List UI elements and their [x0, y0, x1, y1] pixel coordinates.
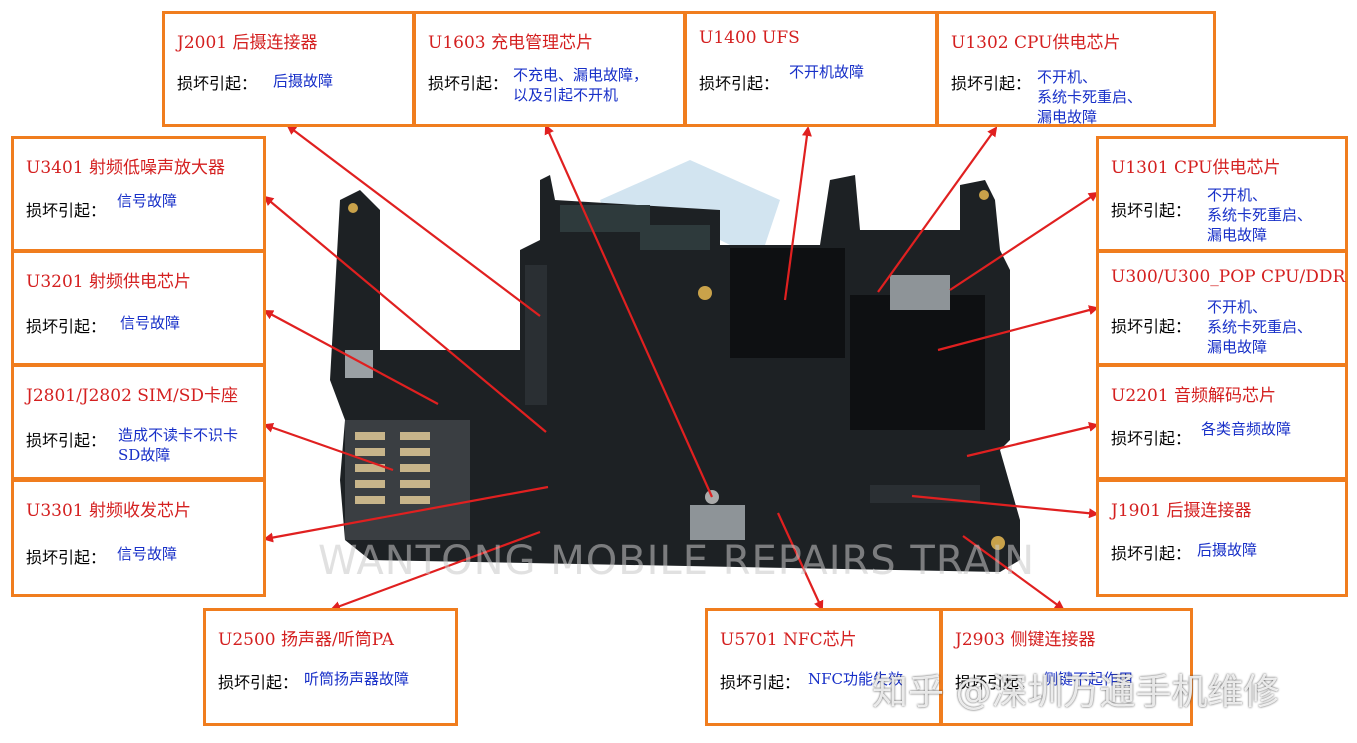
damage-label: 损坏引起： — [955, 673, 1036, 692]
callout-u3401: U3401 射频低噪声放大器 损坏引起： 信号故障 — [11, 136, 266, 252]
damage-label: 损坏引起： — [177, 74, 258, 93]
callout-title: U2500 扬声器/听筒PA — [218, 630, 394, 650]
damage-label: 损坏引起： — [1111, 317, 1192, 336]
callout-u1603: U1603 充电管理芯片 损坏引起： 不充电、漏电故障， 以及引起不开机 — [413, 11, 686, 127]
callout-title: J1901 后摄连接器 — [1111, 501, 1252, 521]
damage-value: 听筒扬声器故障 — [304, 670, 410, 688]
damage-label: 损坏引起： — [26, 317, 107, 336]
damage-value: 不充电、漏电故障， 以及引起不开机 — [513, 66, 649, 104]
damage-label: 损坏引起： — [26, 201, 107, 220]
damage-label: 损坏引起： — [218, 673, 299, 692]
callout-j2903: J2903 侧键连接器 损坏引起： 侧键不起作用 — [940, 608, 1193, 726]
callout-title: U1302 CPU供电芯片 — [951, 33, 1121, 53]
damage-value: NFC功能失效 — [808, 670, 904, 688]
pointer-arrows — [263, 124, 1099, 611]
damage-label: 损坏引起： — [1111, 544, 1192, 563]
callout-u1400: U1400 UFS 损坏引起： 不开机故障 — [684, 11, 938, 127]
damage-value: 造成不读卡不识卡 SD故障 — [118, 426, 239, 464]
callout-u1302: U1302 CPU供电芯片 损坏引起： 不开机、 系统卡死重启、 漏电故障 — [936, 11, 1216, 127]
callout-j1901: J1901 后摄连接器 损坏引起： 后摄故障 — [1096, 479, 1348, 597]
callout-title: U300/U300_POP CPU/DDR — [1111, 267, 1346, 287]
callout-title: U1603 充电管理芯片 — [428, 33, 593, 53]
callout-title: U1301 CPU供电芯片 — [1111, 158, 1281, 178]
damage-value: 各类音频故障 — [1201, 420, 1292, 438]
callout-title: J2903 侧键连接器 — [955, 630, 1096, 650]
callout-title: U3401 射频低噪声放大器 — [26, 158, 225, 178]
damage-value: 不开机、 系统卡死重启、 漏电故障 — [1207, 186, 1313, 244]
damage-label: 损坏引起： — [26, 548, 107, 567]
callout-title: U5701 NFC芯片 — [720, 630, 857, 650]
damage-label: 损坏引起： — [699, 74, 780, 93]
callout-u1301: U1301 CPU供电芯片 损坏引起： 不开机、 系统卡死重启、 漏电故障 — [1096, 136, 1348, 252]
damage-value: 后摄故障 — [273, 72, 334, 90]
callout-u2500: U2500 扬声器/听筒PA 损坏引起： 听筒扬声器故障 — [203, 608, 458, 726]
damage-value: 后摄故障 — [1197, 541, 1258, 559]
watermark-english: WANTONG MOBILE REPAIRS TRAIN — [318, 538, 1036, 584]
damage-label: 损坏引起： — [1111, 201, 1192, 220]
damage-label: 损坏引起： — [26, 431, 107, 450]
damage-label: 损坏引起： — [1111, 429, 1192, 448]
damage-value: 不开机、 系统卡死重启、 漏电故障 — [1207, 298, 1313, 356]
callout-title: U2201 音频解码芯片 — [1111, 386, 1276, 406]
damage-value: 不开机、 系统卡死重启、 漏电故障 — [1037, 68, 1143, 126]
callout-u5701: U5701 NFC芯片 损坏引起： NFC功能失效 — [705, 608, 942, 726]
callout-u300: U300/U300_POP CPU/DDR 损坏引起： 不开机、 系统卡死重启、… — [1096, 250, 1348, 366]
damage-label: 损坏引起： — [951, 74, 1032, 93]
watermark-zhihu: 知乎 @深圳万通手机维修 — [872, 672, 1280, 713]
callout-title: U3201 射频供电芯片 — [26, 272, 191, 292]
damage-label: 损坏引起： — [428, 74, 509, 93]
damage-label: 损坏引起： — [720, 673, 801, 692]
callout-title: U3301 射频收发芯片 — [26, 501, 191, 521]
damage-value: 信号故障 — [117, 545, 178, 563]
callout-u3301: U3301 射频收发芯片 损坏引起： 信号故障 — [11, 479, 266, 597]
damage-value: 不开机故障 — [789, 63, 865, 81]
damage-value: 信号故障 — [120, 314, 181, 332]
callout-j2001: J2001 后摄连接器 损坏引起： 后摄故障 — [162, 11, 415, 127]
callout-j2801: J2801/J2802 SIM/SD卡座 损坏引起： 造成不读卡不识卡 SD故障 — [11, 364, 266, 480]
damage-value: 信号故障 — [117, 192, 178, 210]
callout-title: U1400 UFS — [699, 28, 800, 48]
callout-title: J2801/J2802 SIM/SD卡座 — [26, 386, 239, 406]
damage-value: 侧键不起作用 — [1043, 670, 1134, 688]
callout-u2201: U2201 音频解码芯片 损坏引起： 各类音频故障 — [1096, 364, 1348, 480]
callout-title: J2001 后摄连接器 — [177, 33, 318, 53]
callout-u3201: U3201 射频供电芯片 损坏引起： 信号故障 — [11, 250, 266, 366]
